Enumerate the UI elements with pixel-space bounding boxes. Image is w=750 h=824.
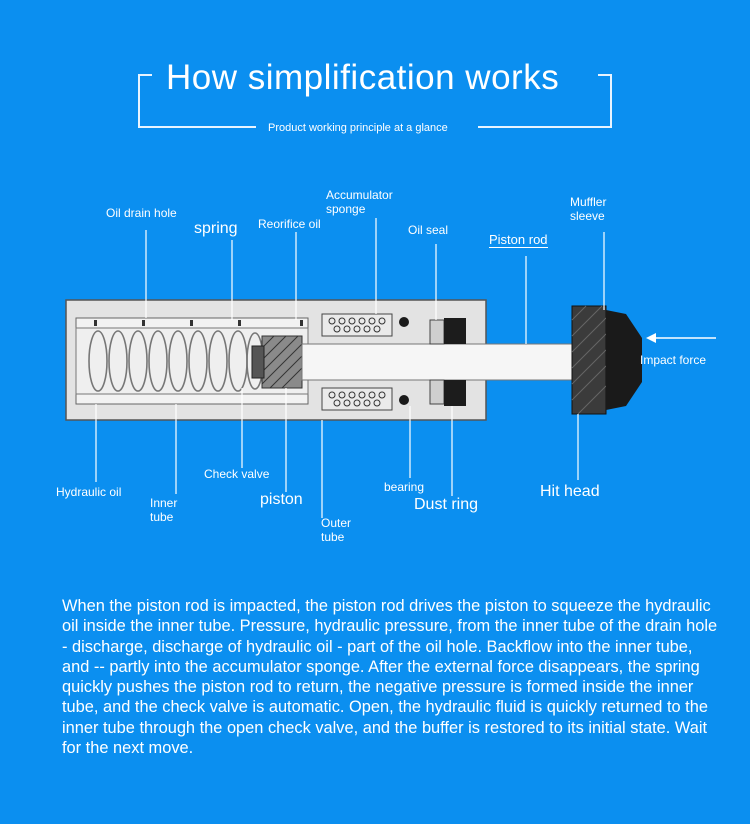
oil-seal-top: [399, 317, 409, 327]
title-bracket-left: [138, 74, 152, 128]
page-title: How simplification works: [166, 58, 560, 97]
label-muffler-sleeve-line2: sleeve: [570, 209, 605, 223]
dust-ring-bottom: [444, 380, 466, 406]
muffler-sleeve: [606, 310, 642, 410]
label-spring: spring: [194, 220, 238, 237]
description-text: When the piston rod is impacted, the pis…: [62, 597, 718, 758]
accumulator-sponge-bottom: [321, 387, 393, 411]
bearing-top: [429, 319, 445, 345]
label-hydraulic-oil: Hydraulic oil: [56, 485, 122, 499]
label-hit-head: Hit head: [540, 483, 600, 500]
label-impact-force: Impact force: [640, 353, 707, 367]
label-piston: piston: [260, 491, 303, 508]
label-muffler-sleeve-line1: Muffler: [570, 195, 607, 209]
piston-rod: [301, 343, 583, 381]
shock-absorber-diagram: Oil drain hole spring Reorifice oil Accu…: [0, 170, 750, 570]
title-underline-right: [478, 126, 612, 128]
title-frame: [138, 62, 612, 128]
diagram-svg: [65, 218, 716, 518]
inner-tube-bottom-wall: [75, 393, 309, 405]
hit-head: [571, 305, 607, 415]
sponge-dots: [328, 317, 386, 407]
label-outer-tube-line1: Outer: [321, 516, 352, 530]
label-piston-rod: Piston rod: [489, 232, 548, 248]
label-dust-ring: Dust ring: [414, 496, 479, 513]
label-outer-tube-line2: tube: [321, 530, 345, 544]
label-reorifice-oil: Reorifice oil: [258, 217, 321, 231]
leader-lines: [95, 218, 605, 518]
label-check-valve: Check valve: [204, 467, 270, 481]
label-inner-tube-line1: Inner: [150, 496, 178, 510]
accumulator-sponge-top: [321, 313, 393, 337]
title-underline-left: [138, 126, 256, 128]
spring-coils: [88, 330, 264, 392]
title-bracket-right: [598, 74, 612, 128]
drain-hole-markers: [94, 320, 303, 326]
oil-seal-bottom: [399, 395, 409, 405]
check-valve: [251, 345, 265, 379]
label-oil-drain-hole: Oil drain hole: [106, 206, 177, 220]
label-accumulator-sponge-line2: sponge: [326, 202, 366, 216]
dust-ring-top: [444, 318, 466, 344]
label-bearing: bearing: [384, 480, 425, 494]
label-oil-seal: Oil seal: [408, 223, 449, 237]
impact-arrow-head: [646, 333, 656, 343]
label-inner-tube-line2: tube: [150, 510, 174, 524]
page-subtitle: Product working principle at a glance: [268, 122, 448, 134]
hit-head-hatch: [571, 305, 607, 415]
label-accumulator-sponge-line1: Accumulator: [326, 188, 393, 202]
bearing-bottom: [429, 379, 445, 405]
